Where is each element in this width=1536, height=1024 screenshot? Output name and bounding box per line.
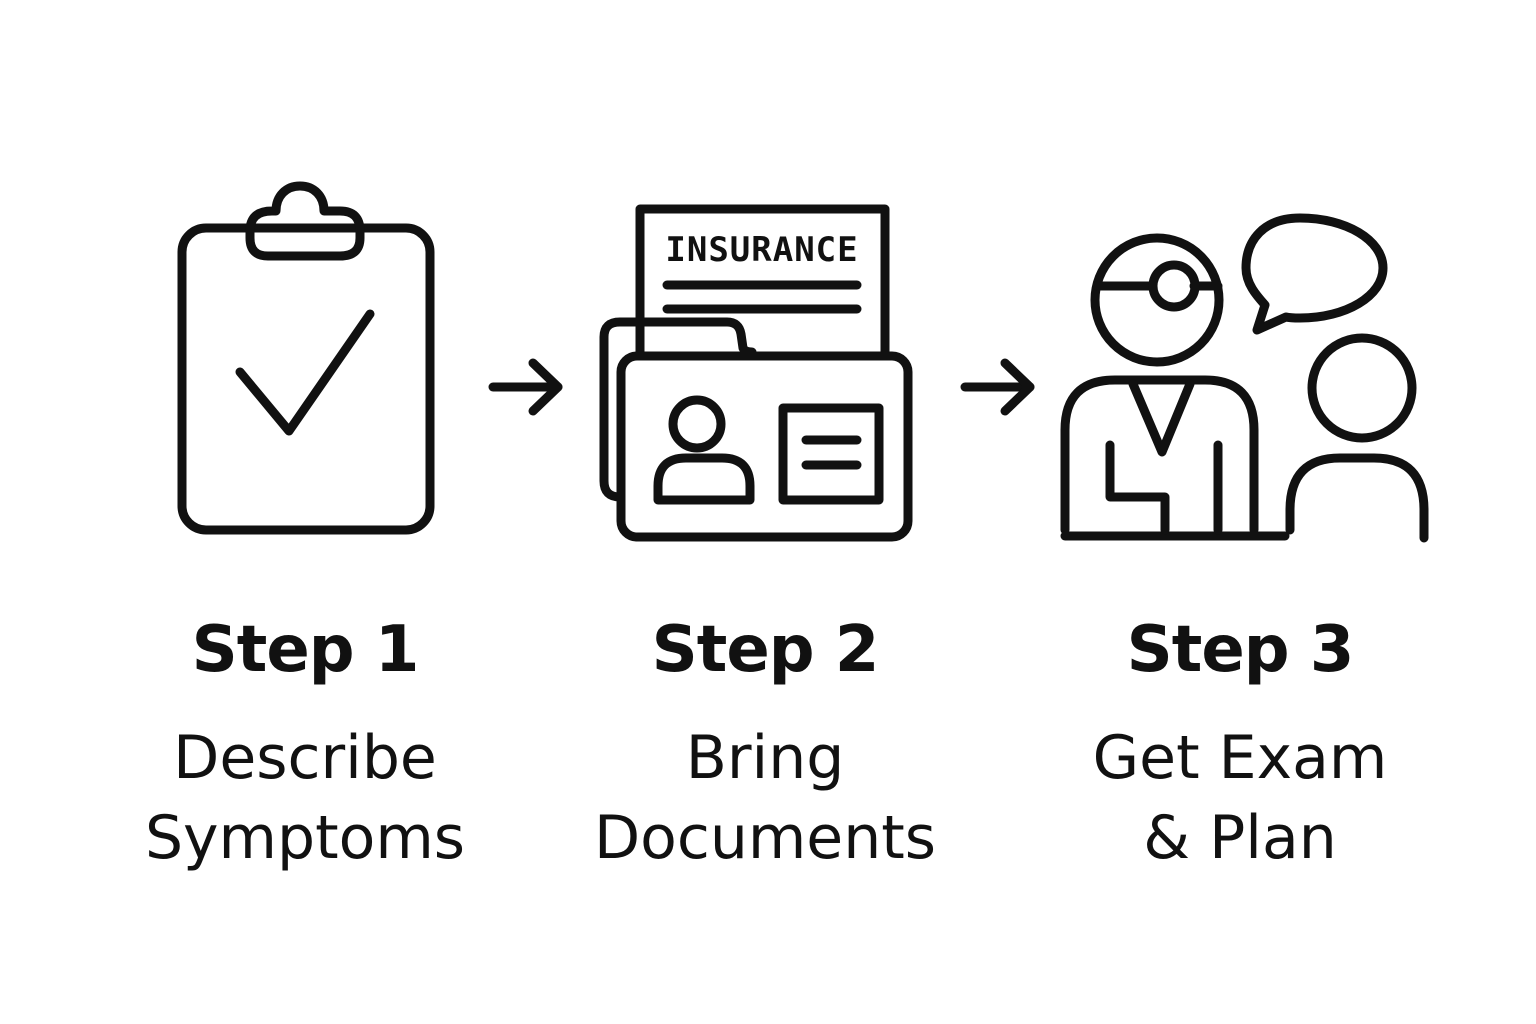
step-1-description-line-2: Symptoms	[144, 803, 466, 873]
step-1-description: Describe Symptoms	[95, 718, 515, 878]
clipboard-clip	[245, 181, 365, 261]
id-info-box	[778, 403, 884, 505]
step-3-description-line-1: Get Exam	[1092, 723, 1388, 793]
doctor-patient-consultation-icon	[1060, 213, 1429, 543]
arrow-right-icon	[960, 358, 1035, 416]
documents-id-card-icon	[599, 204, 913, 542]
id-photo-head	[668, 395, 726, 453]
step-1-title: Step 1	[191, 613, 420, 687]
patient-body	[1285, 453, 1429, 543]
head-mirror	[1148, 260, 1200, 312]
clipboard-check-icon	[177, 181, 435, 535]
insurance-document	[635, 204, 890, 357]
insurance-label: INSURANCE	[665, 230, 858, 270]
folder-back	[599, 317, 757, 502]
step-3-description: Get Exam & Plan	[1030, 718, 1450, 878]
doctor-collar	[1128, 379, 1195, 457]
arrow-right-icon	[488, 358, 563, 416]
speech-bubble-icon	[1241, 213, 1388, 335]
doctor-body	[1060, 375, 1259, 535]
id-photo-shoulders	[653, 453, 755, 505]
id-card	[616, 351, 913, 542]
patient-head	[1307, 333, 1417, 443]
step-2-description-line-2: Documents	[593, 803, 937, 873]
step-2-description-line-1: Bring	[685, 723, 845, 793]
step-2-title: Step 2	[651, 613, 880, 687]
doctor-arm	[1105, 440, 1170, 535]
doctor-head	[1090, 233, 1224, 367]
checkmark	[235, 309, 375, 436]
step-3-title: Step 3	[1126, 613, 1355, 687]
step-3-description-line-2: & Plan	[1143, 803, 1337, 873]
clipboard-board	[177, 223, 435, 535]
step-2-description: Bring Documents	[555, 718, 975, 878]
step-1-description-line-1: Describe	[173, 723, 437, 793]
